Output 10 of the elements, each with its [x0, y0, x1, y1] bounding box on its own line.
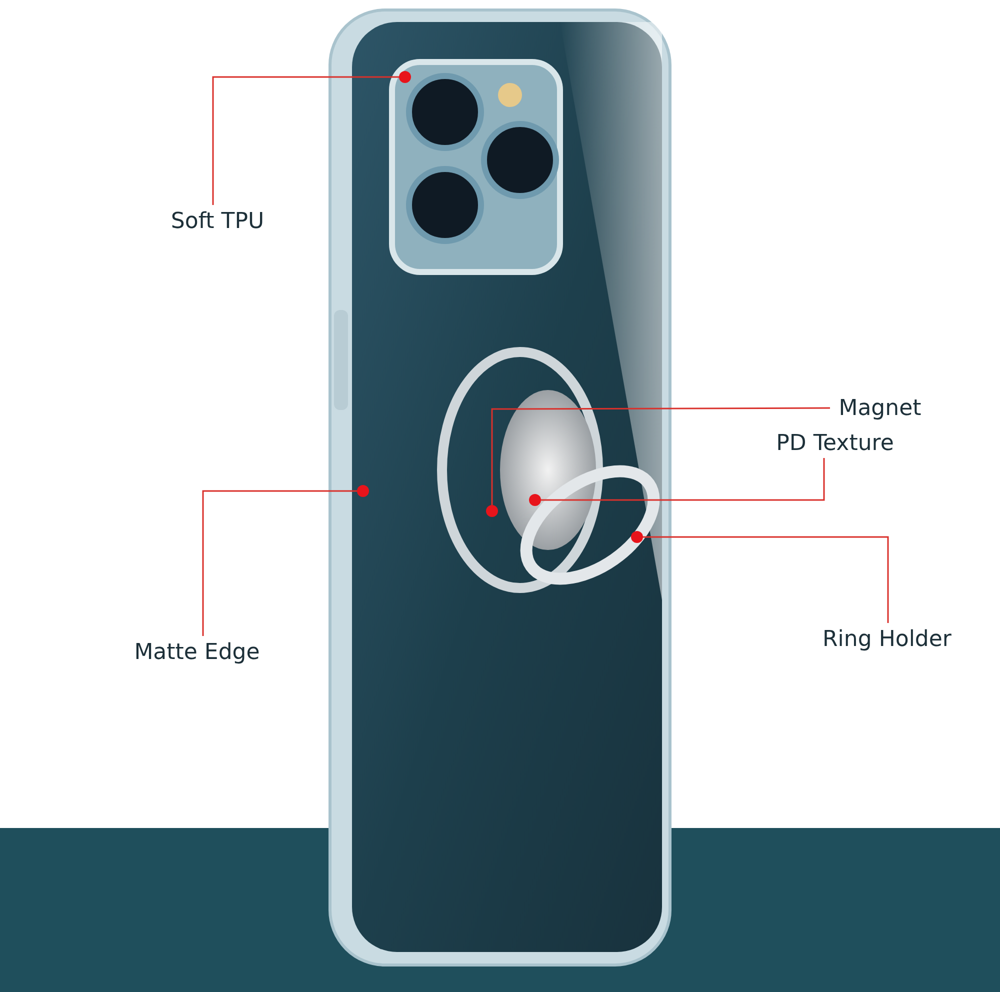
leader-line: [202, 490, 357, 636]
leader-line: [541, 458, 825, 501]
leader-line: [212, 76, 399, 205]
callout-label: Magnet: [830, 393, 930, 423]
callout-label: Matte Edge: [122, 636, 272, 668]
callout-label: Ring Holder: [812, 623, 962, 655]
callout-label: PD Texture: [765, 428, 905, 458]
leader-line: [491, 407, 830, 505]
callout-label: Soft TPU: [160, 205, 275, 237]
leader-line: [643, 536, 889, 623]
